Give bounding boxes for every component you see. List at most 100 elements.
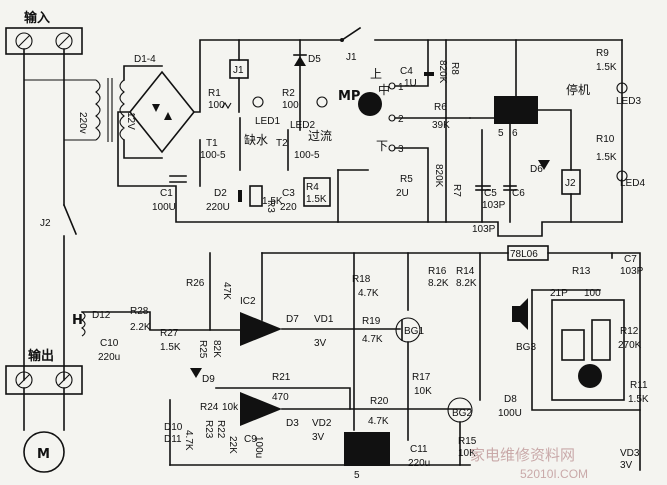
d2-value: 220U xyxy=(206,202,230,213)
c4-label: C4 xyxy=(400,66,413,77)
pressure-sensor: MP 上 中 下 1 2 3 xyxy=(338,39,471,223)
c6-value: 103P xyxy=(472,224,496,235)
r25-label: R25 xyxy=(197,340,208,359)
d8-label: D8 xyxy=(504,394,517,405)
r11-label: R11 xyxy=(630,380,648,391)
up-text: 上 xyxy=(370,67,382,81)
d5-diode: D5 xyxy=(293,39,321,131)
regulator-label: 78L06 xyxy=(510,249,538,260)
r17-value: 10K xyxy=(414,386,432,397)
c9-value: 100u xyxy=(253,436,264,458)
r12-value: 270K xyxy=(618,340,642,351)
t1-value: 100-5 xyxy=(200,150,226,161)
vd3-label: VD3 xyxy=(620,448,640,459)
r25-value: 82K xyxy=(211,340,222,358)
r4-label: R4 xyxy=(306,182,319,193)
r24-label: R24 xyxy=(200,402,219,413)
c9-label: C9 xyxy=(244,434,257,445)
r11-value: 1.5K xyxy=(628,394,649,405)
ic-5-label: 5 xyxy=(354,470,360,481)
h-label: H xyxy=(72,313,83,328)
watermark-text: 家电维修资料网 xyxy=(470,446,575,464)
d5-label: D5 xyxy=(308,54,321,65)
r19-value: 4.7K xyxy=(362,334,383,345)
sounder-circuit xyxy=(512,289,641,411)
ic-pin6: 6 xyxy=(512,128,518,139)
motor: M xyxy=(23,431,65,473)
pin1-label: 1 xyxy=(398,82,404,93)
d2-capacitor xyxy=(238,190,242,202)
r20-value: 4.7K xyxy=(368,416,389,427)
led4-icon xyxy=(616,170,628,182)
mp-label: MP xyxy=(338,89,360,104)
transformer: 220v 12V xyxy=(24,78,136,142)
mid-text: 中 xyxy=(378,82,390,97)
r7-label: R7 xyxy=(451,184,462,197)
r5-label: R5 xyxy=(400,174,413,185)
c7-label: C7 xyxy=(624,254,637,265)
r13-value2: 100 xyxy=(584,288,601,299)
c1-value: 100U xyxy=(152,202,176,213)
r3-value: 1.5K xyxy=(262,196,283,207)
r21-value: 470 xyxy=(272,392,289,403)
r14-value: 8.2K xyxy=(456,278,477,289)
watermark-url: 52010I.COM xyxy=(520,467,588,481)
speaker-icon xyxy=(512,298,528,330)
t2-value: 100-5 xyxy=(294,150,320,161)
down-text: 下 xyxy=(376,139,388,153)
bridge-label: D1-4 xyxy=(134,54,156,65)
r15-label: R15 xyxy=(458,436,477,447)
vd3-value: 3V xyxy=(620,460,633,471)
c5-value: 103P xyxy=(482,200,506,211)
d10-label: D10 xyxy=(164,422,183,433)
r6-value: 39K xyxy=(432,120,450,131)
led2-icon xyxy=(316,96,328,108)
r2-label: R2 xyxy=(282,88,295,99)
water-short-text: 缺水 xyxy=(244,132,268,147)
vd2-label: VD2 xyxy=(312,418,332,429)
c6-label: C6 xyxy=(512,188,525,199)
c10-value: 220u xyxy=(98,352,120,363)
r8-value: 820K xyxy=(437,60,448,84)
r15-value: 10K xyxy=(458,448,476,459)
dc-positive-rail xyxy=(193,39,343,113)
r13-label: R13 xyxy=(572,266,591,277)
led2-label: LED2 xyxy=(290,120,315,131)
r20-label: R20 xyxy=(370,396,389,407)
t2-label: T2 xyxy=(276,138,288,149)
d11-label: D11 xyxy=(164,434,182,445)
led1-icon xyxy=(252,96,264,108)
d12-label: D12 xyxy=(92,310,111,321)
c1-capacitor: C1 100U xyxy=(152,175,187,213)
r21-label: R21 xyxy=(272,372,291,383)
pin2-label: 2 xyxy=(398,114,404,125)
bg1-transistor: BG1 xyxy=(395,317,424,441)
r17-label: R17 xyxy=(412,372,431,383)
ic2-label: IC2 xyxy=(240,296,256,307)
bg1-label: BG1 xyxy=(404,326,424,337)
d6-diode xyxy=(538,160,550,170)
c1-label: C1 xyxy=(160,188,173,199)
r10-value: 1.5K xyxy=(596,152,617,163)
r22-value: 22K xyxy=(227,436,238,454)
led1-label: LED1 xyxy=(255,116,280,127)
d8-value: 100U xyxy=(498,408,522,419)
r10-label: R10 xyxy=(596,134,615,145)
r2-value: 100 xyxy=(282,100,299,111)
r9-value: 1.5K xyxy=(596,62,617,73)
output-terminal: 输出 xyxy=(5,348,83,395)
d3-label: D3 xyxy=(286,418,299,429)
r7-value: 820K xyxy=(433,164,444,188)
r8-label: R8 xyxy=(449,62,460,75)
r26-value: 47K xyxy=(221,282,232,300)
stop-text: 停机 xyxy=(566,82,590,97)
j1-label: J1 xyxy=(233,65,244,76)
c7-value: 103P xyxy=(620,266,644,277)
secondary-voltage: 12V xyxy=(125,112,136,130)
r28-label: R28 xyxy=(130,306,149,317)
c3-label: C3 xyxy=(282,188,295,199)
r27-label: R27 xyxy=(160,328,179,339)
led3-icon xyxy=(616,82,628,94)
